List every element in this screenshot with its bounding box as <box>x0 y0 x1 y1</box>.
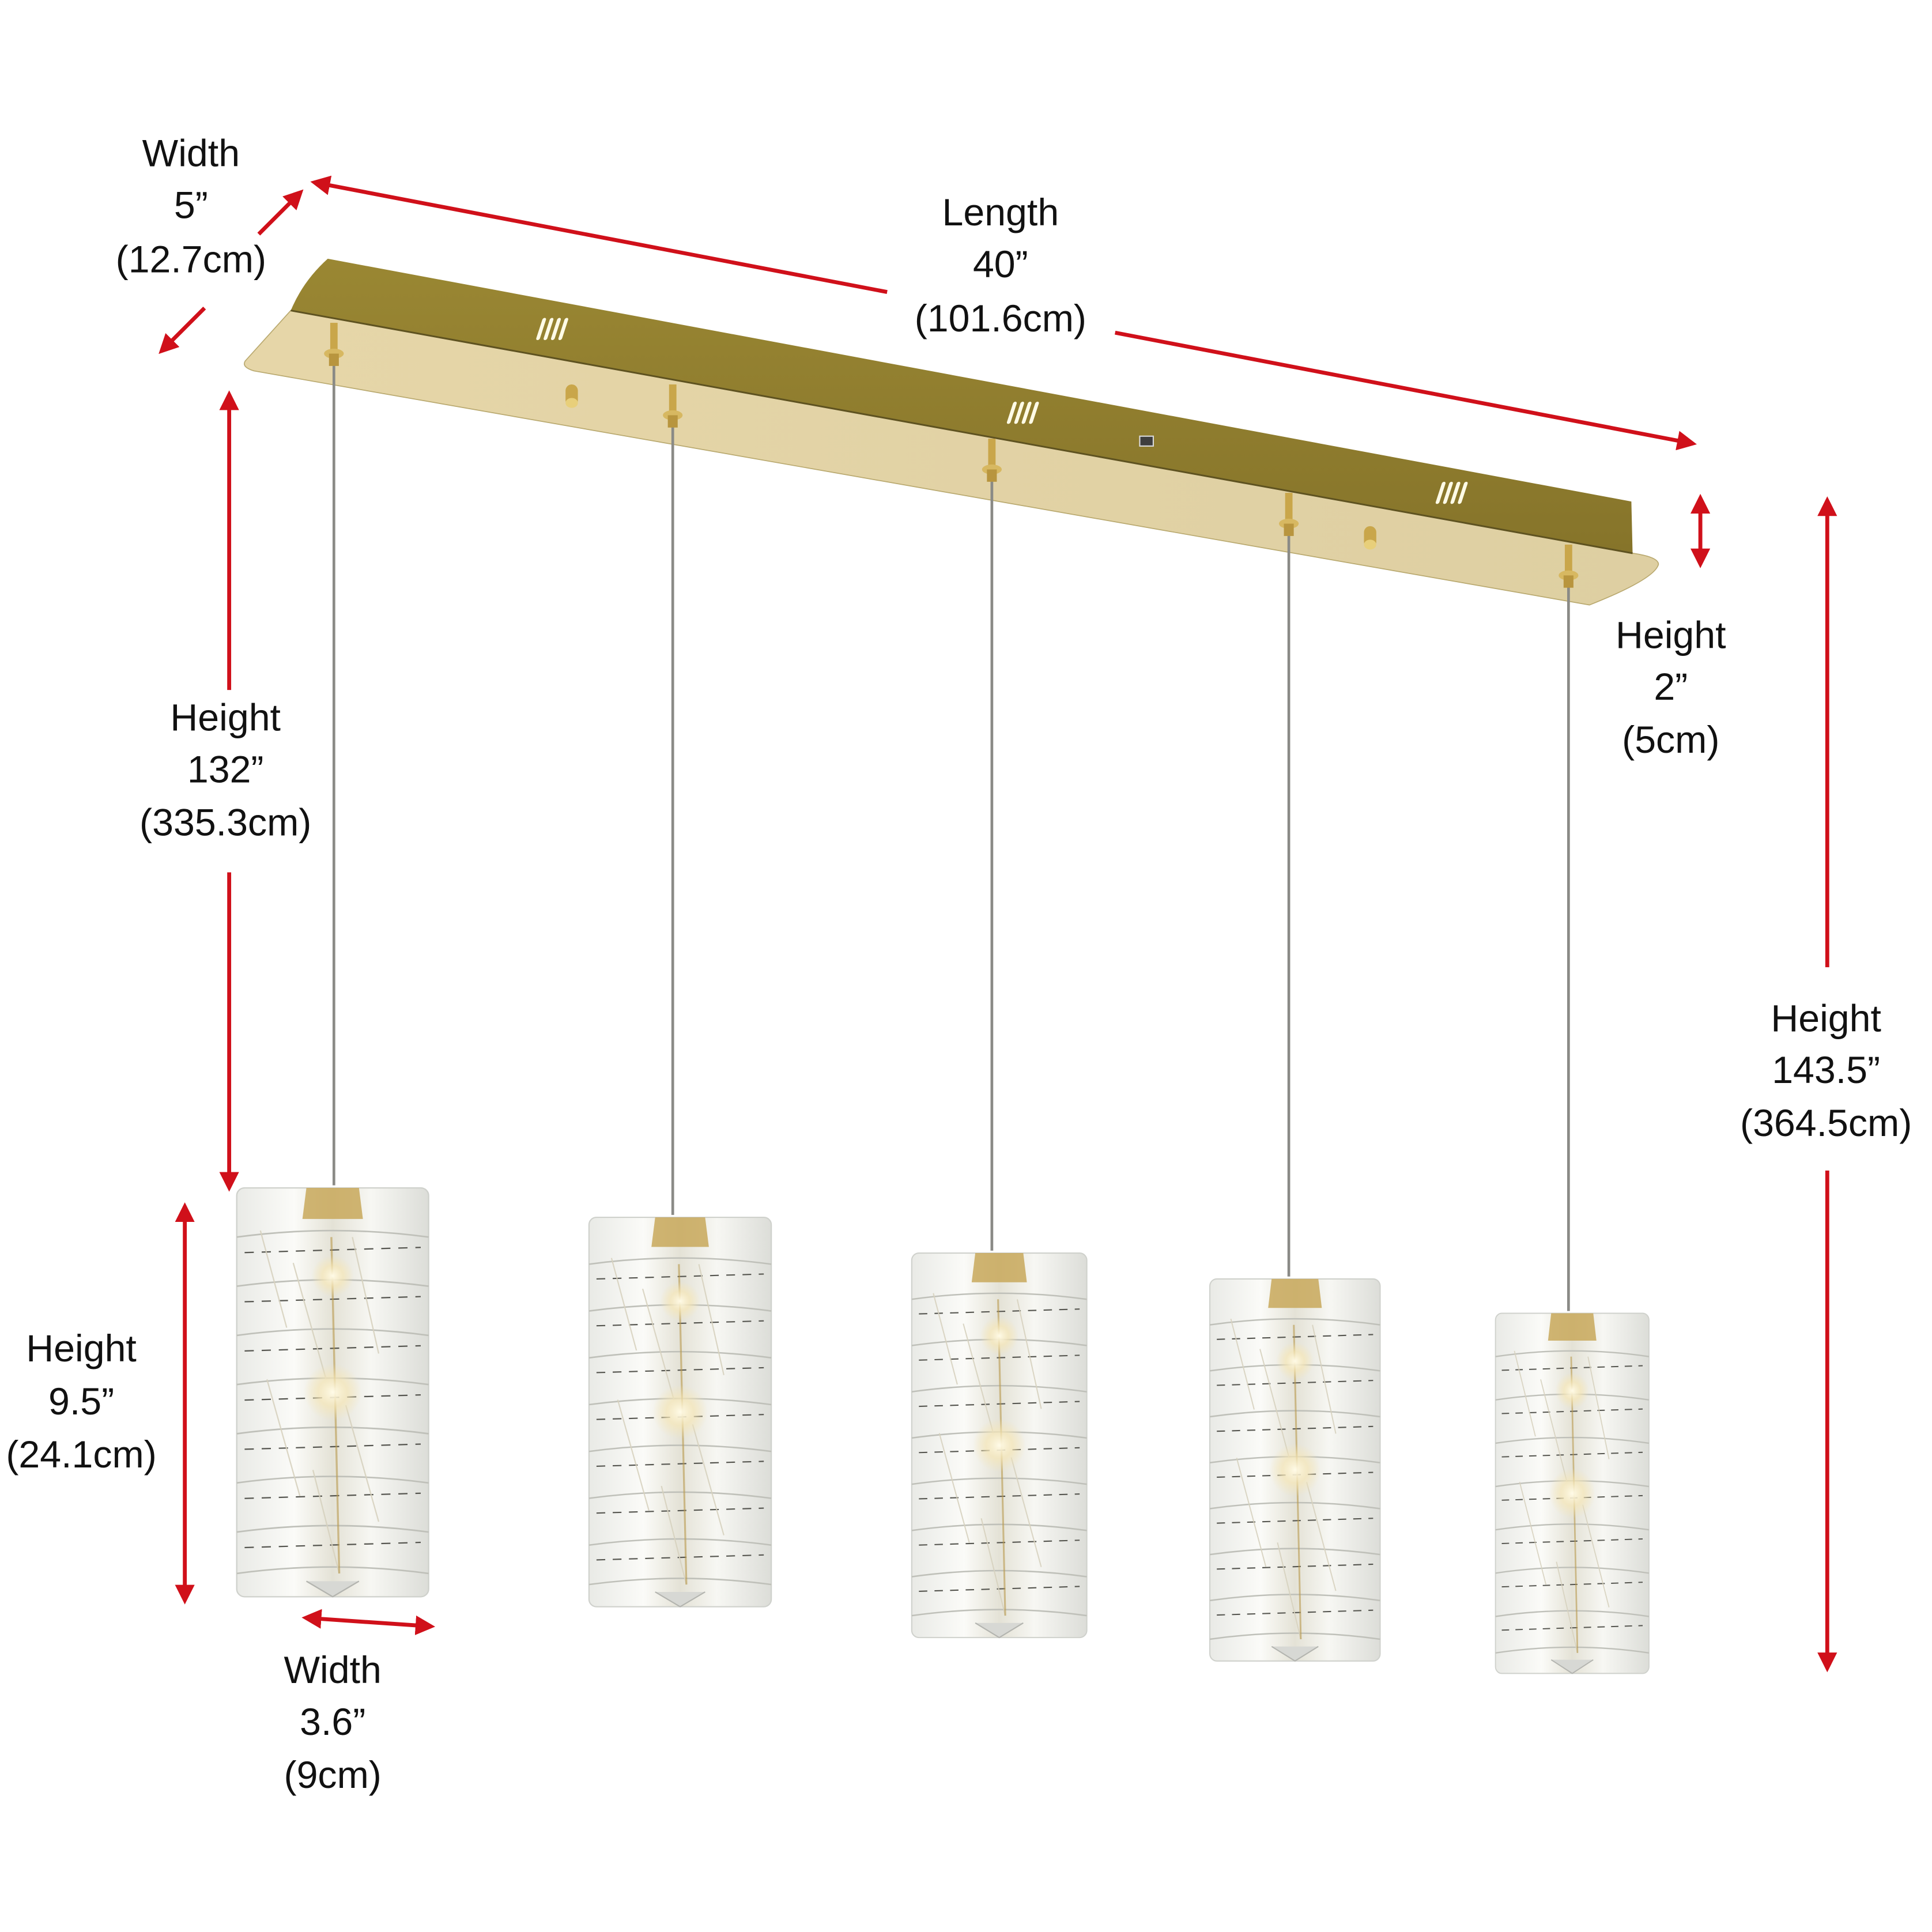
dimension-metric: (364.5cm) <box>1740 1102 1912 1145</box>
shade-width-label: Width 3.6” (9cm) <box>284 1649 381 1797</box>
dimension-imperial: 40” <box>973 243 1028 286</box>
mounting-screw-icon <box>565 384 578 408</box>
dimension-imperial: 132” <box>187 748 264 791</box>
drop-height-label: Height 132” (335.3cm) <box>139 697 311 844</box>
canopy <box>244 258 1659 606</box>
canopy-width-arrow <box>159 189 304 354</box>
pendant-5 <box>1495 544 1650 1674</box>
dimension-imperial: 5” <box>174 184 208 227</box>
vent-icon <box>1435 481 1468 504</box>
dimension-name: Width <box>142 133 240 175</box>
dimension-imperial: 143.5” <box>1772 1049 1880 1092</box>
dimension-imperial: 3.6” <box>300 1701 365 1744</box>
dimension-imperial: 9.5” <box>48 1380 114 1423</box>
shade-width-arrow <box>301 1609 436 1636</box>
dimension-metric: (335.3cm) <box>139 801 311 844</box>
vent-icon <box>1006 401 1039 424</box>
dimension-name: Height <box>1616 614 1726 656</box>
dimension-imperial: 2” <box>1654 666 1688 708</box>
pendant-2 <box>588 384 772 1608</box>
dimension-name: Height <box>1771 997 1881 1040</box>
cable-connector <box>663 384 683 428</box>
cable-connector <box>982 439 1002 482</box>
dimension-name: Height <box>170 697 281 739</box>
pendant-1 <box>236 323 430 1598</box>
dimension-metric: (12.7cm) <box>116 238 266 281</box>
dimension-name: Width <box>284 1649 381 1692</box>
dimension-metric: (24.1cm) <box>6 1433 156 1476</box>
vent-icon <box>536 318 568 341</box>
dimension-name: Length <box>942 191 1059 234</box>
canopy-width-label: Width 5” (12.7cm) <box>116 133 266 281</box>
dimension-metric: (5cm) <box>1622 719 1719 761</box>
canopy-height-label: Height 2” (5cm) <box>1616 614 1726 761</box>
mounting-screw-icon <box>1364 526 1376 550</box>
pendant-3 <box>911 439 1088 1639</box>
cable-connector <box>1278 493 1299 536</box>
shade-height-label: Height 9.5” (24.1cm) <box>6 1327 156 1476</box>
canopy-length-label: Length 40” (101.6cm) <box>915 191 1086 340</box>
dimension-metric: (9cm) <box>284 1754 382 1797</box>
dimension-metric: (101.6cm) <box>915 297 1086 340</box>
pendant-4 <box>1209 493 1382 1662</box>
cable-connector <box>324 323 344 366</box>
overall-height-label: Height 143.5” (364.5cm) <box>1740 997 1912 1145</box>
canopy-length-arrow <box>310 175 1697 451</box>
switch-icon <box>1139 435 1154 447</box>
canopy-underside <box>244 310 1659 606</box>
cable-connector <box>1559 544 1579 588</box>
canopy-side-face <box>290 258 1633 553</box>
dimension-name: Height <box>26 1327 137 1370</box>
